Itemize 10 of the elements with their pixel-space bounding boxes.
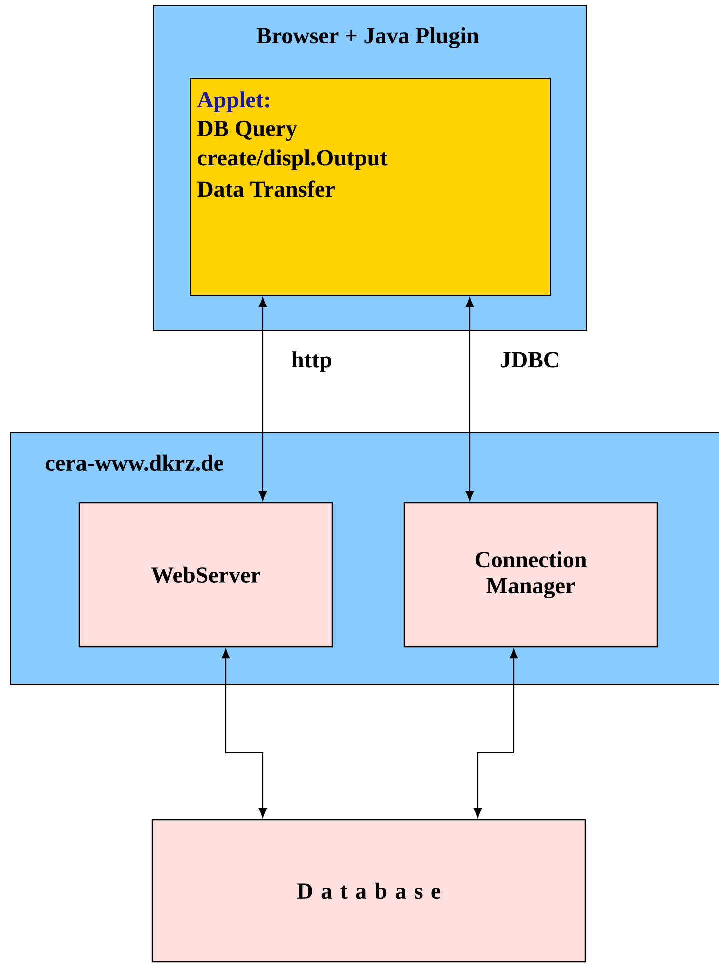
edge-label: http — [290, 350, 334, 374]
component-box: WebServer — [78, 502, 334, 648]
connector — [474, 649, 518, 818]
component-box: Applet: DB Query create/displ.Output Data Transfer — [190, 78, 552, 296]
connector — [258, 298, 268, 501]
connector — [466, 298, 474, 501]
database-box: D a t a b a s e — [152, 819, 586, 963]
edge-label: JDBC — [498, 351, 562, 369]
component-box: Connection Manager — [404, 502, 658, 648]
connector — [222, 649, 268, 818]
